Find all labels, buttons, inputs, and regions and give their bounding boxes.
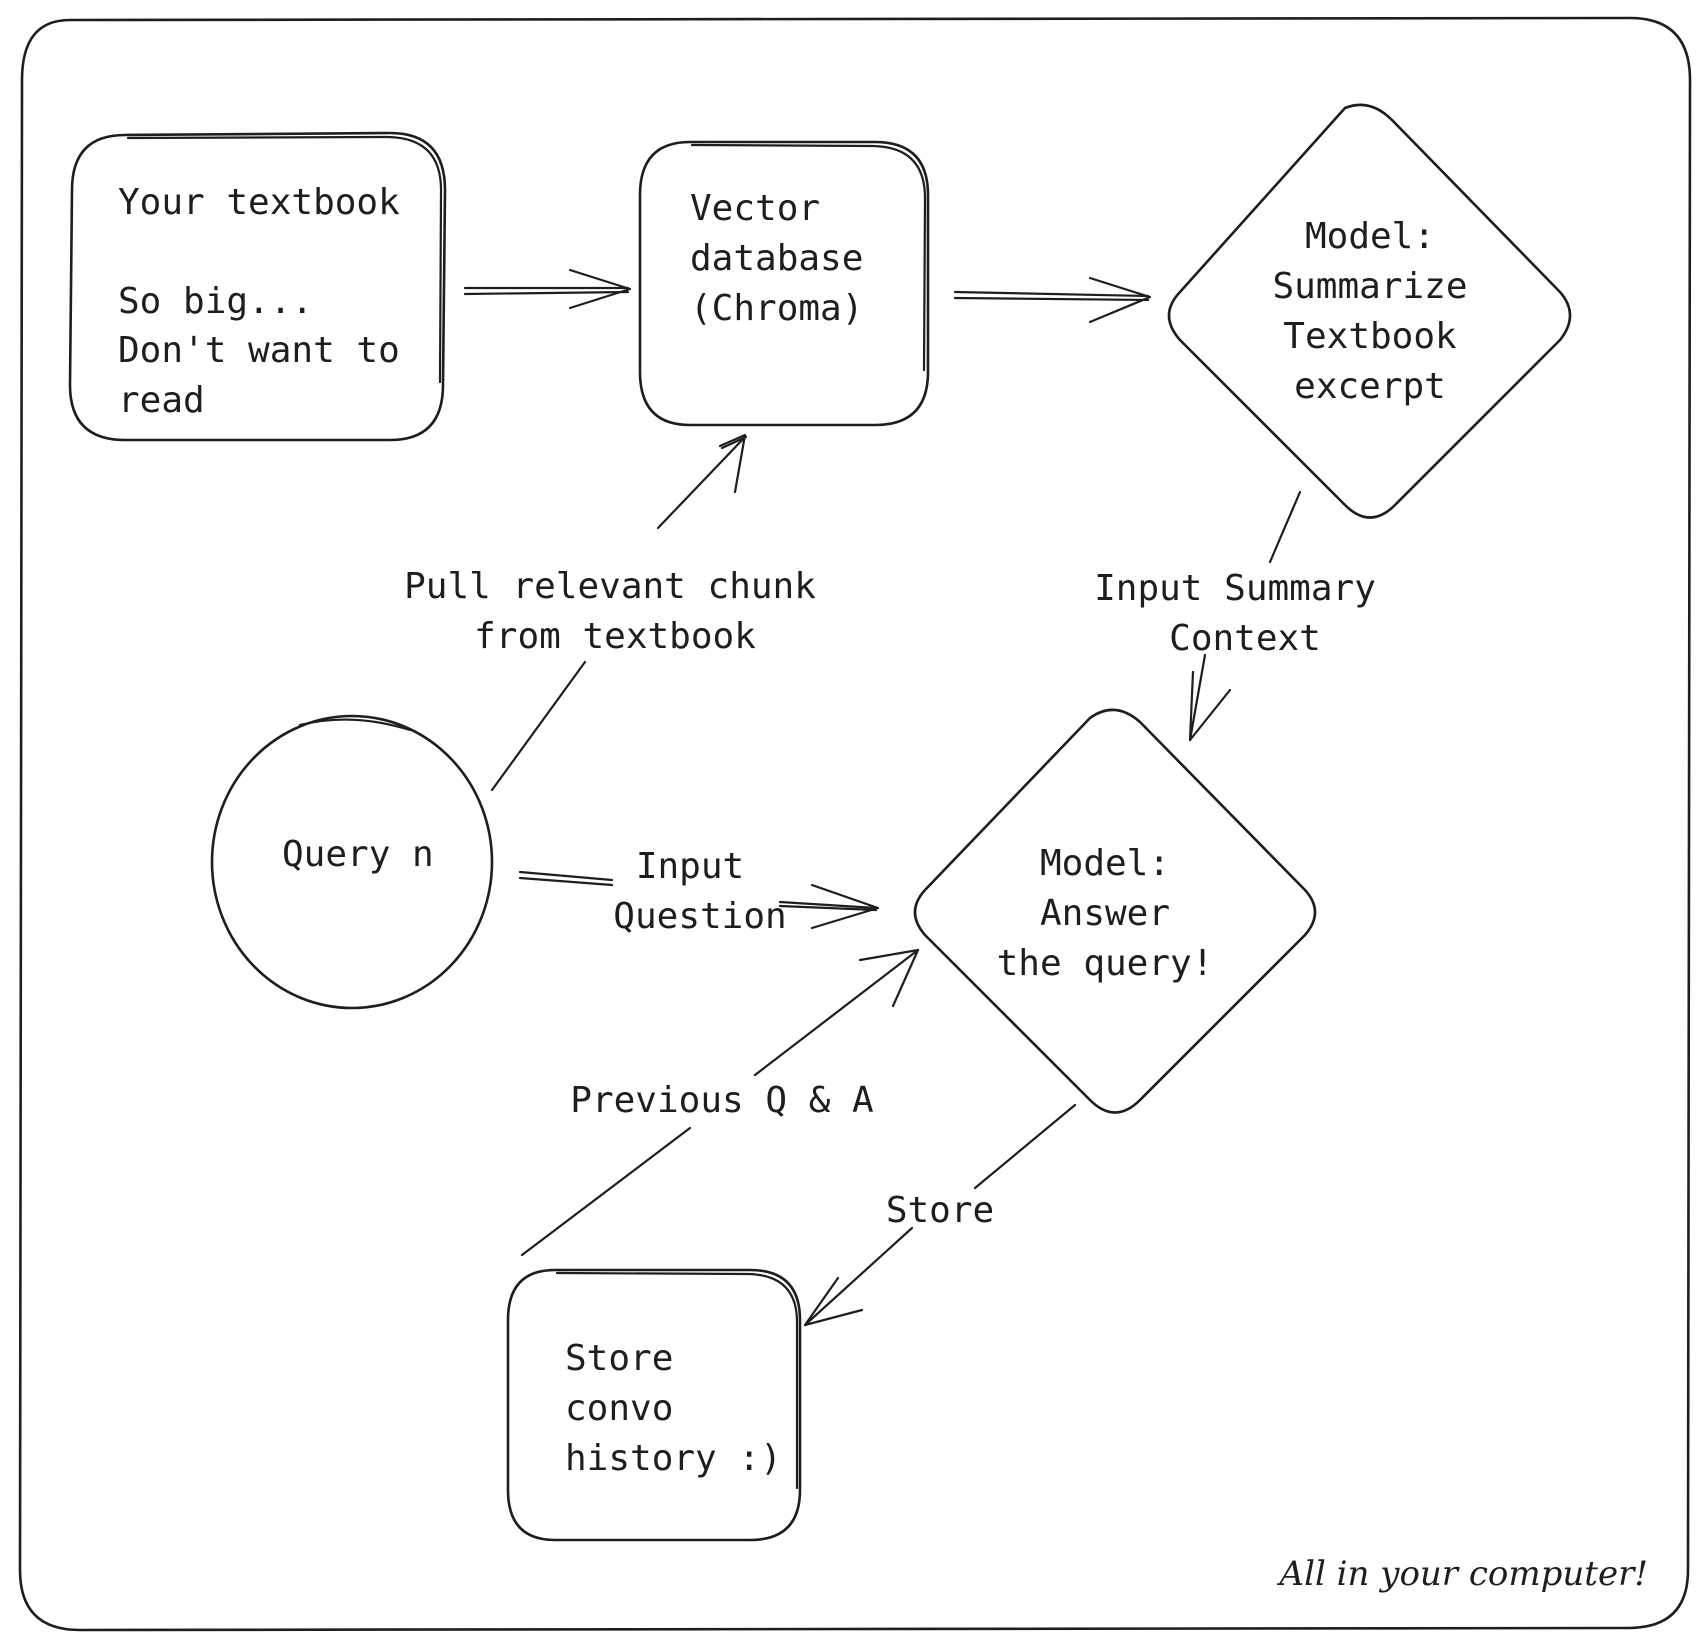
- edge-label-pull-chunk: Pull relevant chunk from textbook: [404, 566, 816, 657]
- previous-qa-label: Previous Q & A: [570, 1080, 874, 1121]
- summarize-model-object: Textbook: [1283, 316, 1457, 357]
- textbook-line-so-big: So big...: [118, 281, 313, 322]
- edge-label-store: Store: [886, 1190, 994, 1231]
- store-label: Store: [886, 1190, 994, 1231]
- summarize-model-title: Model:: [1305, 216, 1435, 257]
- answer-model-title: Model:: [1040, 843, 1170, 884]
- pull-chunk-line1: Pull relevant chunk: [404, 566, 816, 607]
- edge-textbook-to-vector-db: [463, 268, 632, 310]
- footer-note-text: All in your computer!: [1277, 1554, 1648, 1594]
- edge-vector-db-to-summarize: [953, 276, 1152, 324]
- input-question-line2: Question: [613, 896, 786, 937]
- answer-model-node: Model: Answer the query!: [913, 708, 1317, 1114]
- answer-model-action: Answer: [1040, 893, 1170, 934]
- query-label: Query n: [282, 834, 434, 875]
- edge-history-to-answer: [520, 948, 920, 1257]
- answer-model-object: the query!: [997, 943, 1214, 984]
- edge-label-input-summary: Input Summary Context: [1094, 568, 1376, 659]
- summarize-model-action: Summarize: [1272, 266, 1467, 307]
- summarize-model-node: Model: Summarize Textbook excerpt: [1167, 103, 1572, 519]
- input-summary-line2: Context: [1169, 618, 1321, 659]
- summarize-model-excerpt: excerpt: [1294, 366, 1446, 407]
- vector-db-title: Vector: [690, 188, 820, 229]
- vector-db-subtitle: database: [690, 238, 863, 279]
- textbook-line-read: read: [118, 380, 205, 421]
- edge-label-input-question: Input Question: [613, 846, 786, 937]
- textbook-node: Your textbook So big... Don't want to re…: [68, 131, 447, 442]
- history-line-store: Store: [565, 1338, 673, 1379]
- history-node: Store convo history :): [506, 1268, 802, 1542]
- outer-frame: [18, 16, 1692, 1632]
- history-line-convo: convo: [565, 1388, 673, 1429]
- textbook-title: Your textbook: [118, 182, 400, 223]
- vector-database-node: Vector database (Chroma): [638, 140, 930, 427]
- edge-summarize-to-answer: [1188, 490, 1302, 742]
- pull-chunk-line2: from textbook: [474, 616, 756, 657]
- input-question-line1: Input: [636, 846, 744, 887]
- edge-answer-to-history: [803, 1103, 1077, 1327]
- vector-db-chroma: (Chroma): [690, 288, 863, 329]
- history-line-history: history :): [565, 1438, 782, 1479]
- edge-query-to-answer: [518, 870, 880, 930]
- edge-query-to-vector-db: [490, 433, 748, 792]
- edge-label-previous-qa: Previous Q & A: [570, 1080, 874, 1121]
- textbook-line-dont-want: Don't want to: [118, 330, 400, 371]
- input-summary-line1: Input Summary: [1094, 568, 1376, 609]
- footer-note: All in your computer!: [1277, 1554, 1648, 1594]
- query-node: Query n: [210, 714, 494, 1010]
